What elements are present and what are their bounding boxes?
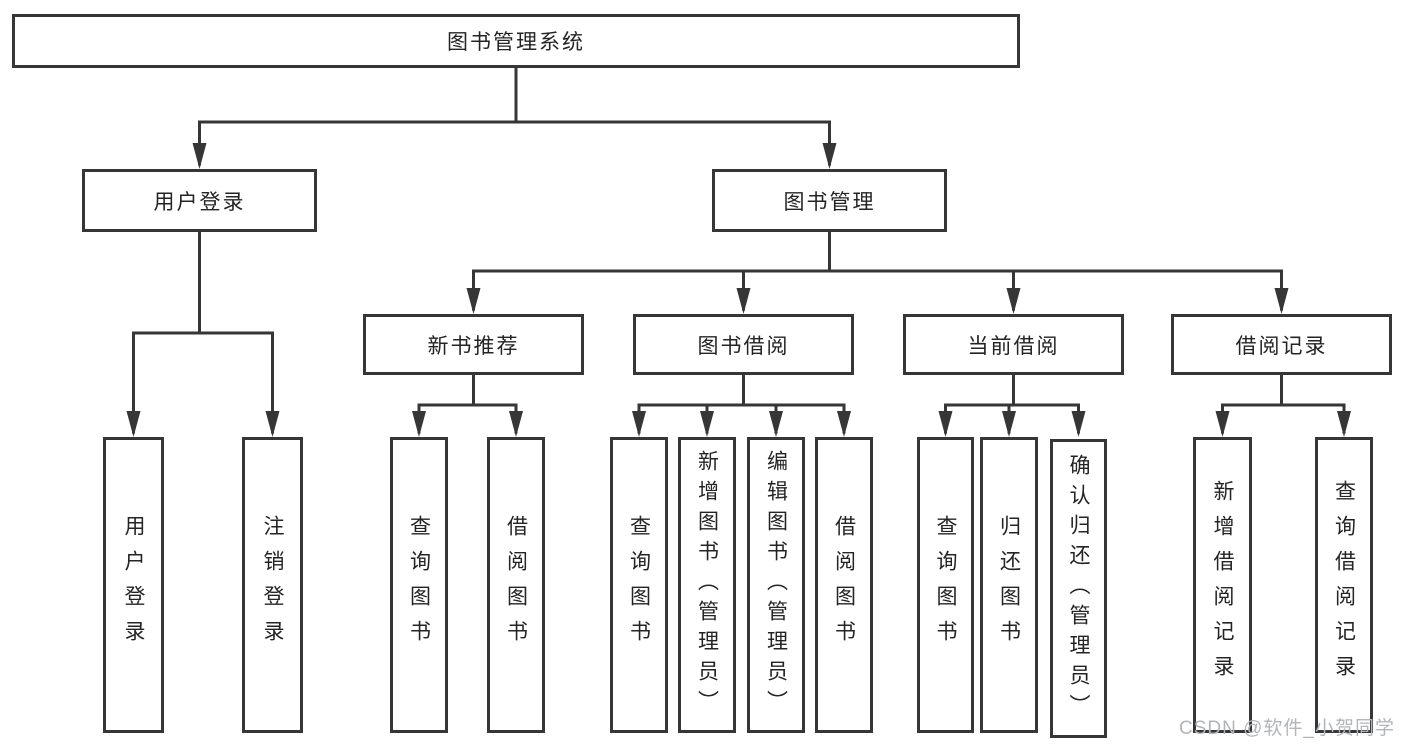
node-label: 查询借阅记录 <box>1332 480 1356 690</box>
node-user-login: 用户登录 <box>82 169 317 232</box>
node-label: 查询图书 <box>627 515 651 655</box>
leaf-return-book: 归还图书 <box>980 437 1038 733</box>
leaf-query-borrow-record: 查询借阅记录 <box>1315 437 1373 733</box>
leaf-add-book-admin: 新增图书（管理员） <box>678 437 736 733</box>
node-current-borrow: 当前借阅 <box>903 314 1124 375</box>
watermark: CSDN @软件_小贺同学 <box>1179 718 1395 739</box>
node-label: 借阅图书 <box>504 515 528 655</box>
node-book-borrow: 图书借阅 <box>633 314 854 375</box>
node-label: 用户登录 <box>153 190 246 214</box>
node-label: 新增图书（管理员） <box>695 450 719 720</box>
node-label: 查询图书 <box>407 515 431 655</box>
arrowheads <box>126 143 1351 437</box>
node-label: 新增借阅记录 <box>1211 480 1234 690</box>
leaf-recommend-borrow-book: 借阅图书 <box>487 437 545 733</box>
node-library-management-system: 图书管理系统 <box>12 14 1020 68</box>
node-new-book-recommend: 新书推荐 <box>363 314 584 375</box>
leaf-edit-book-admin: 编辑图书（管理员） <box>747 437 805 733</box>
leaf-add-borrow-record: 新增借阅记录 <box>1193 437 1252 733</box>
leaf-borrow-query-book: 查询图书 <box>610 437 668 733</box>
leaf-confirm-return-admin: 确认归还（管理员） <box>1050 439 1107 738</box>
node-label: 编辑图书（管理员） <box>764 450 788 720</box>
leaf-recommend-query-book: 查询图书 <box>390 437 448 733</box>
leaf-logout-login: 注销登录 <box>242 437 303 733</box>
node-label: 图书借阅 <box>697 334 790 358</box>
leaf-user-login: 用户登录 <box>103 437 164 733</box>
node-label: 新书推荐 <box>427 334 520 358</box>
node-label: 借阅图书 <box>832 515 856 655</box>
node-label: 图书管理系统 <box>447 31 585 54</box>
leaf-current-query-book: 查询图书 <box>917 437 974 733</box>
node-label: 借阅记录 <box>1235 334 1328 358</box>
leaf-borrow-book: 借阅图书 <box>815 437 873 733</box>
node-label: 图书管理 <box>783 190 876 214</box>
node-borrow-records: 借阅记录 <box>1171 314 1392 375</box>
node-label: 确认归还（管理员） <box>1067 453 1090 724</box>
node-label: 注销登录 <box>261 515 284 655</box>
node-label: 查询图书 <box>934 515 957 655</box>
node-book-management: 图书管理 <box>712 169 947 232</box>
node-label: 当前借阅 <box>967 334 1060 358</box>
node-label: 归还图书 <box>997 515 1021 655</box>
node-label: 用户登录 <box>122 515 145 655</box>
